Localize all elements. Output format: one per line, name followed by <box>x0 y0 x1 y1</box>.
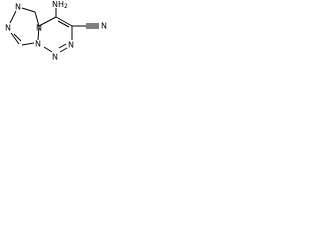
atom-label-amine: NH2 <box>52 0 68 10</box>
bond-n-bottom-right-to-n-bottom-mid <box>59 47 68 53</box>
atom-label-nitrile-n: N <box>101 22 107 31</box>
bond-c-top-to-n-top-left <box>21 7 36 13</box>
bond-c-amine-to-c-nitrile <box>55 16 73 27</box>
bond-n-bottom-mid-to-c-bottom-left-ring <box>43 46 53 53</box>
bond-n-top-left-to-n-left <box>9 10 17 24</box>
atom-label-n-bridge: N <box>35 40 41 49</box>
nitrile-group <box>72 23 99 29</box>
bond-double-left-inner <box>13 33 22 42</box>
bond-n-left-to-c-bottom-left <box>10 32 20 45</box>
atom-label-n-top-left: N <box>15 3 21 12</box>
bond-bridge-to-c-amine <box>38 16 57 27</box>
bond-n-bottom-left-to-bridge <box>37 25 40 41</box>
atom-label-n-bottom-mid: N <box>52 53 58 62</box>
triazole-ring <box>9 7 40 46</box>
bond-c-top-to-bridge <box>34 11 40 27</box>
bond-c-bottom-left-to-n-bottom-left <box>21 42 35 46</box>
bond-double-n-n <box>58 43 67 49</box>
atom-label-n-left: N <box>5 24 11 33</box>
atom-label-n-fused: N <box>36 24 42 33</box>
triazine-ring <box>38 16 73 53</box>
chemical-structure-diagram: NH2 N N N N N N N <box>5 0 107 62</box>
atom-label-n-bottom-right: N <box>68 41 74 50</box>
bond-double-c-amine-c-nitrile <box>57 20 70 28</box>
